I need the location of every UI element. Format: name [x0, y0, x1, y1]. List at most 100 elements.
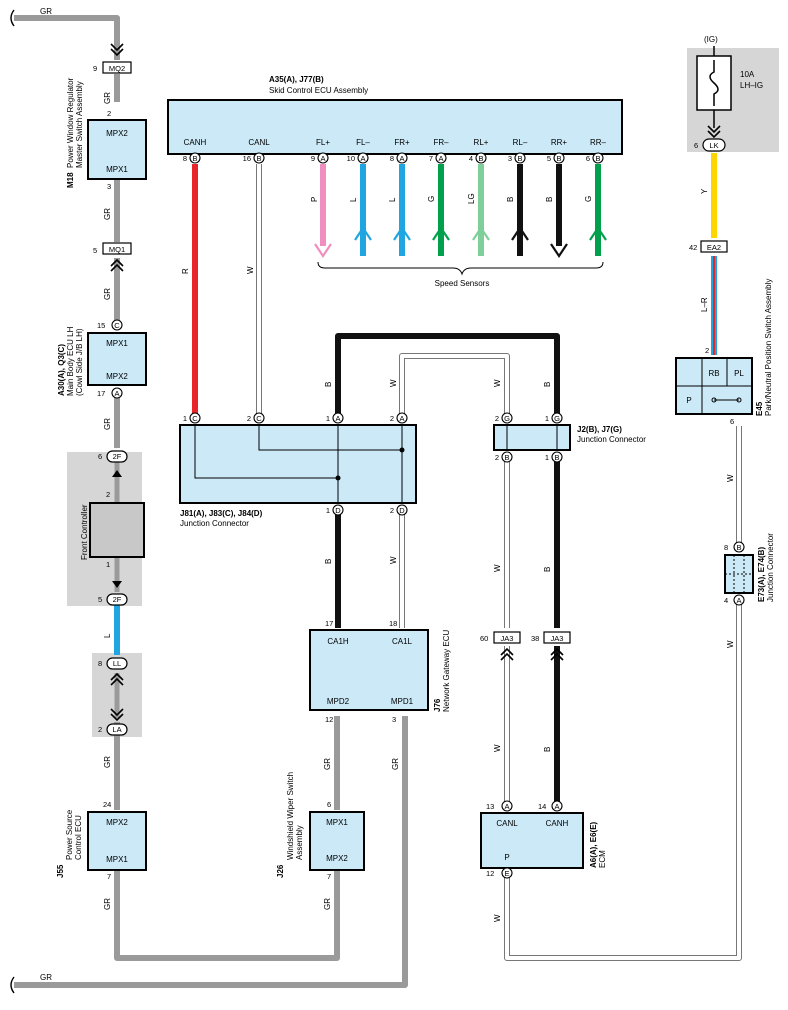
- svg-text:6: 6: [327, 800, 331, 809]
- skid-terminal-label: FR+: [394, 138, 410, 147]
- svg-text:B: B: [256, 154, 261, 163]
- svg-text:LK: LK: [709, 141, 718, 150]
- svg-text:2: 2: [390, 414, 394, 423]
- svg-text:2: 2: [390, 506, 394, 515]
- svg-text:A: A: [360, 154, 365, 163]
- svg-text:M18: M18: [66, 172, 75, 188]
- svg-text:CANH: CANH: [546, 819, 569, 828]
- j26-windshield-wiper-switch: 6 MPX1 MPX2 7 J26 Windshield Wiper Switc…: [276, 772, 365, 881]
- svg-text:A: A: [114, 389, 119, 398]
- svg-text:GR: GR: [103, 418, 112, 430]
- svg-text:MPX2: MPX2: [106, 129, 128, 138]
- svg-text:MPX2: MPX2: [326, 854, 348, 863]
- svg-text:MQ1: MQ1: [109, 245, 125, 254]
- svg-text:A: A: [736, 596, 741, 605]
- fuse-icon: [709, 60, 719, 106]
- j2-bottom-pin: B2: [495, 451, 513, 463]
- svg-text:L: L: [349, 197, 358, 202]
- svg-text:1: 1: [545, 453, 549, 462]
- svg-text:8: 8: [183, 154, 187, 163]
- ja3-connector-w: 60 JA3: [480, 631, 521, 661]
- svg-text:B: B: [556, 154, 561, 163]
- svg-text:12: 12: [486, 869, 494, 878]
- svg-text:14: 14: [538, 802, 546, 811]
- j2-bottom-pin: B1: [545, 451, 563, 463]
- svg-text:J2(B), J7(G): J2(B), J7(G): [577, 425, 622, 434]
- svg-text:Junction Connector: Junction Connector: [577, 435, 646, 444]
- svg-text:3: 3: [392, 715, 396, 724]
- skid-terminal-pin: B3: [508, 152, 526, 164]
- svg-text:A: A: [320, 154, 325, 163]
- j76-network-gateway-ecu: 17 18 CA1H CA1L MPD2 MPD1 12 3 J76 Netwo…: [309, 619, 451, 724]
- svg-text:A: A: [399, 154, 404, 163]
- svg-text:GR: GR: [391, 758, 400, 770]
- svg-text:C: C: [256, 414, 262, 423]
- svg-text:B: B: [517, 154, 522, 163]
- svg-text:LG: LG: [467, 193, 476, 204]
- svg-text:A: A: [335, 414, 340, 423]
- gr-main-wire: [14, 15, 408, 988]
- svg-text:1: 1: [326, 414, 330, 423]
- break-mark-top: [10, 9, 15, 27]
- skid-terminal-label: RL+: [474, 138, 489, 147]
- svg-text:5: 5: [547, 154, 551, 163]
- svg-text:D: D: [335, 506, 341, 515]
- svg-text:LA: LA: [112, 725, 121, 734]
- svg-text:15: 15: [97, 321, 105, 330]
- svg-text:W: W: [726, 474, 735, 482]
- skid-terminal-pin: A7: [429, 152, 447, 164]
- svg-text:Y: Y: [700, 188, 709, 194]
- svg-text:2: 2: [247, 414, 251, 423]
- svg-text:B: B: [324, 382, 333, 387]
- svg-text:Master Switch Assembly: Master Switch Assembly: [75, 81, 84, 168]
- svg-text:Junction Connector: Junction Connector: [766, 533, 775, 602]
- ll-connector: LL 8: [98, 657, 128, 686]
- svg-text:7: 7: [107, 872, 111, 881]
- svg-text:Main Body ECU LH: Main Body ECU LH: [66, 326, 75, 396]
- svg-text:GR: GR: [323, 898, 332, 910]
- svg-text:2: 2: [705, 346, 709, 355]
- skid-terminal-pin: B16: [243, 152, 265, 164]
- svg-text:W: W: [389, 556, 398, 564]
- la-connector: LA 2: [98, 708, 128, 736]
- svg-text:Junction Connector: Junction Connector: [180, 519, 249, 528]
- svg-text:JA3: JA3: [551, 634, 564, 643]
- skid-terminal-label: CANL: [248, 138, 270, 147]
- skid-terminal-label: FL–: [356, 138, 370, 147]
- b-black-loop: [335, 333, 560, 418]
- svg-text:R: R: [181, 268, 190, 274]
- svg-text:8: 8: [724, 543, 728, 552]
- svg-text:B: B: [324, 559, 333, 564]
- svg-text:10: 10: [347, 154, 355, 163]
- skid-terminal-pin: B6: [586, 152, 604, 164]
- w-white-loop: [399, 353, 510, 418]
- svg-text:A30(A), Q3(C): A30(A), Q3(C): [57, 344, 66, 396]
- skid-terminal-pin: B4: [469, 152, 487, 164]
- speed-sensors-brace: [317, 261, 604, 276]
- svg-text:B: B: [543, 747, 552, 752]
- svg-text:B: B: [478, 154, 483, 163]
- mq2-connector: 9 MQ2: [93, 43, 132, 74]
- svg-text:B: B: [543, 567, 552, 572]
- svg-text:Network Gateway ECU: Network Gateway ECU: [442, 630, 451, 712]
- svg-text:GR: GR: [103, 288, 112, 300]
- svg-text:LL: LL: [113, 659, 121, 668]
- skid-ecu-name: Skid Control ECU Assembly: [269, 86, 368, 95]
- svg-text:B: B: [543, 382, 552, 387]
- svg-text:G: G: [584, 196, 593, 202]
- svg-text:W: W: [726, 640, 735, 648]
- svg-text:Power Window Regulator: Power Window Regulator: [66, 77, 75, 168]
- a30-main-body-ecu: C 15 MPX1 MPX2 A 17 A30(A), Q3(C) Main B…: [57, 319, 147, 399]
- svg-text:GR: GR: [40, 7, 52, 16]
- m18-power-window-regulator: MPX2 MPX1 2 3 M18 Power Window Regulator…: [66, 77, 147, 191]
- svg-text:MPX1: MPX1: [106, 165, 128, 174]
- j81-bottom-pin: D2: [390, 504, 408, 516]
- svg-text:A: A: [554, 802, 559, 811]
- svg-text:5: 5: [93, 246, 97, 255]
- svg-text:CANL: CANL: [496, 819, 518, 828]
- svg-text:2: 2: [495, 414, 499, 423]
- svg-text:CA1L: CA1L: [392, 637, 413, 646]
- svg-text:MPX1: MPX1: [106, 855, 128, 864]
- svg-text:2: 2: [106, 490, 110, 499]
